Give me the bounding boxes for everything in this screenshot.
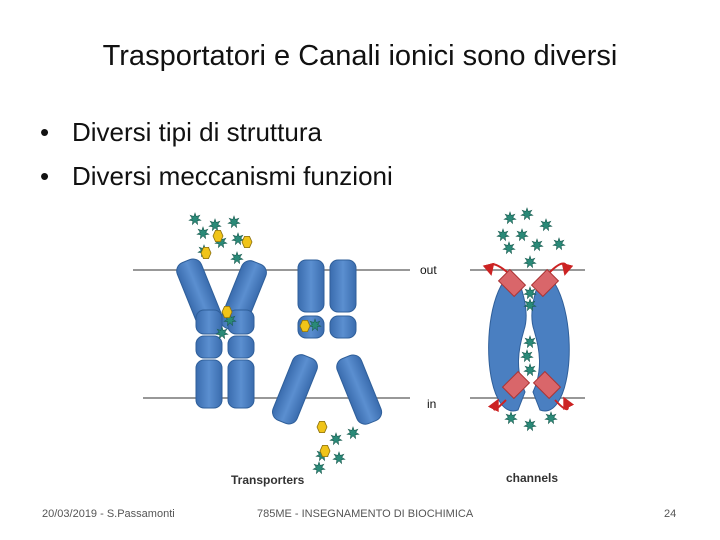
ion-star <box>188 212 202 226</box>
ion-channel <box>482 262 575 413</box>
helix <box>329 315 357 339</box>
ion-star <box>520 207 534 221</box>
label-channels: channels <box>506 471 558 485</box>
ion-star <box>523 286 537 300</box>
helix <box>195 309 223 335</box>
gate-arrow-top-right <box>549 262 574 276</box>
gate-bottom-right <box>532 370 562 400</box>
substrate-hexagon <box>319 444 331 458</box>
substrate-hexagon <box>299 319 311 333</box>
ion-star <box>215 326 229 340</box>
transporter-left <box>176 258 267 409</box>
ion-star <box>520 349 534 363</box>
ion-star <box>523 418 537 432</box>
ion-particles <box>188 207 566 475</box>
ion-star <box>196 226 210 240</box>
ion-star <box>332 451 346 465</box>
substrate-hexagon <box>212 229 224 243</box>
ion-star <box>544 411 558 425</box>
substrate-hexagon <box>316 420 328 434</box>
label-in: in <box>427 397 436 411</box>
footer-date-author: 20/03/2019 - S.Passamonti <box>42 508 175 520</box>
ion-star <box>539 218 553 232</box>
slide-title: Trasportatori e Canali ionici sono diver… <box>102 40 618 72</box>
ion-star <box>504 411 518 425</box>
helix <box>329 259 357 313</box>
ion-star <box>312 461 326 475</box>
ion-star <box>208 218 222 232</box>
label-transporters: Transporters <box>231 473 305 487</box>
bullet-item: Diversi meccanismi funzioni <box>40 154 393 198</box>
ion-star <box>231 232 245 246</box>
gate-top-right <box>530 268 560 298</box>
ion-star <box>523 255 537 269</box>
helix <box>195 335 223 359</box>
ion-star <box>502 241 516 255</box>
ion-star <box>227 215 241 229</box>
helix <box>336 354 383 425</box>
gate-arrow-top-left <box>482 262 508 276</box>
ion-star <box>523 363 537 377</box>
ion-star <box>346 426 360 440</box>
ion-star <box>308 318 322 332</box>
ion-star <box>515 228 529 242</box>
ion-star <box>530 238 544 252</box>
substrate-hexagon <box>200 246 212 260</box>
substrate-hexagon <box>241 235 253 249</box>
ion-star <box>523 298 537 312</box>
helix <box>297 259 325 313</box>
helix <box>195 359 223 409</box>
transporter-right <box>271 259 383 425</box>
gate-arrow-bottom-left <box>487 398 507 413</box>
label-out: out <box>420 263 437 277</box>
ion-star <box>496 228 510 242</box>
ion-star <box>329 432 343 446</box>
ion-star <box>230 251 244 265</box>
footer-page-number: 24 <box>664 508 677 520</box>
gate-arrow-bottom-right <box>554 396 575 411</box>
gate-bottom-left <box>501 370 531 400</box>
bullet-item: Diversi tipi di struttura <box>40 110 393 154</box>
ion-star <box>552 237 566 251</box>
helix <box>271 354 318 425</box>
bullet-list: Diversi tipi di struttura Diversi meccan… <box>40 110 393 198</box>
footer-course: 785ME - INSEGNAMENTO DI BIOCHIMICA <box>257 508 474 520</box>
ion-star <box>523 335 537 349</box>
helix <box>227 335 255 359</box>
gate-top-left <box>497 268 527 298</box>
substrate-hexagon <box>221 305 233 319</box>
ion-star <box>503 211 517 225</box>
helix <box>227 359 255 409</box>
